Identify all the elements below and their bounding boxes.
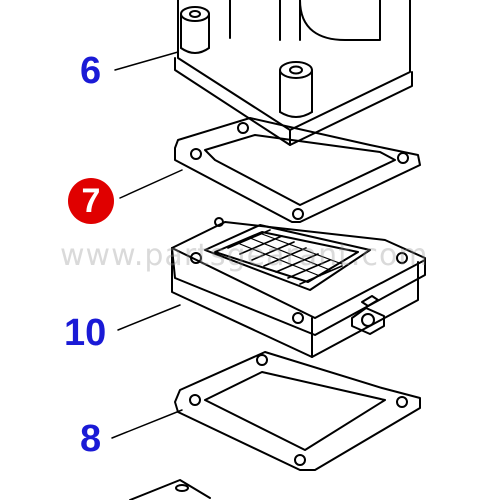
part-10-heater-block xyxy=(171,217,426,358)
watermark-text: www.partsgearant.com xyxy=(60,238,429,273)
leader-line-10 xyxy=(117,304,181,331)
leader-line-8 xyxy=(111,409,183,439)
part-8-gasket xyxy=(174,351,421,471)
callout-7-highlighted[interactable]: 7 xyxy=(68,178,114,224)
callout-8: 8 xyxy=(80,418,102,460)
leader-line-7 xyxy=(119,169,183,199)
callout-10: 10 xyxy=(64,312,107,354)
leader-line-6 xyxy=(114,51,179,71)
part-7-gasket xyxy=(174,117,421,223)
bottom-partial-part xyxy=(129,479,211,500)
callout-6: 6 xyxy=(80,50,102,92)
part-6-housing xyxy=(174,0,413,146)
